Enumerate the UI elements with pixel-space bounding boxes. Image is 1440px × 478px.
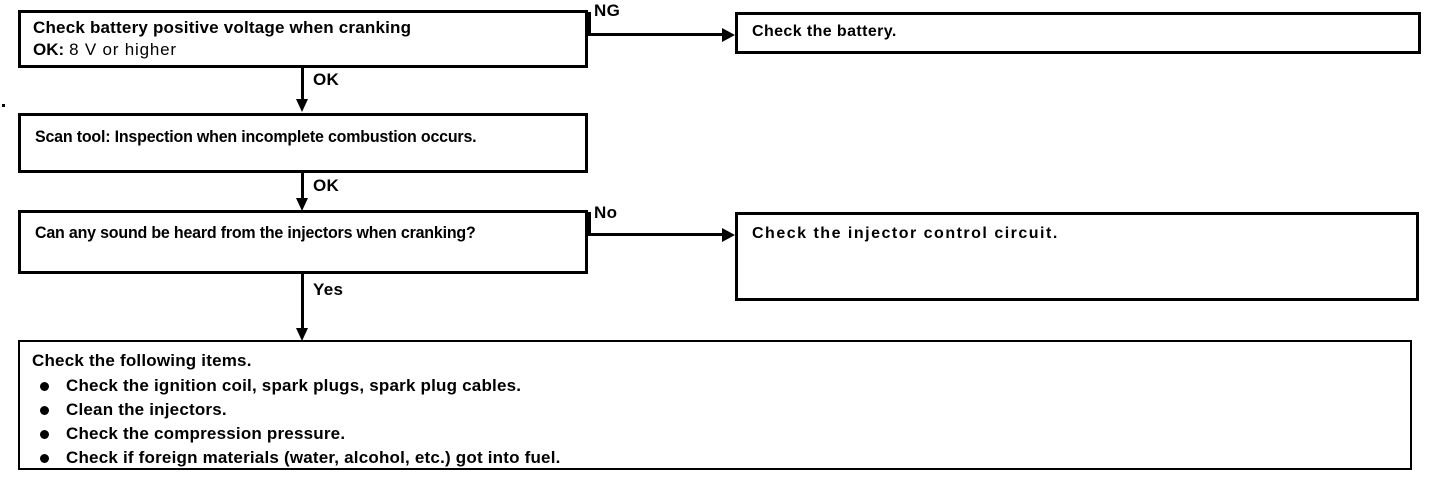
node-scan-tool: Scan tool: Inspection when incomplete co… [18, 113, 588, 173]
scan-artifact-speck [2, 104, 5, 107]
edge-ok2-line [301, 173, 304, 201]
list-item-label: Check if foreign materials (water, alcoh… [66, 448, 561, 468]
edge-ok1-arrowhead [296, 99, 308, 112]
ok-criterion-value: 8 V or higher [69, 39, 177, 59]
edge-ng-arrowhead [722, 28, 735, 42]
list-item: Clean the injectors. [32, 398, 1402, 422]
edge-label-yes: Yes [313, 280, 344, 299]
edge-label-ok-1: OK [313, 70, 340, 89]
node-check-battery-voltage-line2: OK: 8 V or higher [33, 39, 577, 61]
node-check-injector-circuit: Check the injector control circuit. [735, 212, 1419, 301]
edge-yes-line [301, 274, 304, 332]
list-item: Check the compression pressure. [32, 422, 1402, 446]
node-check-following-items: Check the following items. Check the ign… [18, 340, 1412, 470]
edge-label-no: No [594, 203, 618, 222]
edge-no-riser [588, 212, 591, 236]
bullet-icon [40, 430, 49, 440]
edge-no-line [588, 233, 731, 236]
ok-criterion-label: OK: [33, 39, 65, 59]
list-item: Check the ignition coil, spark plugs, sp… [32, 374, 1402, 398]
edge-ok2-arrowhead [296, 198, 308, 211]
edge-ok1-line [301, 68, 304, 101]
node-scan-tool-text: Scan tool: Inspection when incomplete co… [35, 127, 477, 146]
node-check-injector-circuit-text: Check the injector control circuit. [752, 225, 1059, 242]
edge-label-ok-2: OK [313, 176, 340, 195]
list-item-label: Check the ignition coil, spark plugs, sp… [66, 375, 522, 395]
edge-ng-line [588, 33, 731, 36]
bullet-icon [40, 405, 49, 415]
node-injector-sound-question-text: Can any sound be heard from the injector… [35, 223, 476, 242]
list-item: Check if foreign materials (water, alcoh… [32, 446, 1402, 470]
node-injector-sound-question: Can any sound be heard from the injector… [18, 210, 588, 274]
edge-yes-arrowhead [296, 328, 308, 341]
edge-ng-riser [588, 12, 591, 36]
node-check-battery-voltage-line1: Check battery positive voltage when cran… [33, 18, 412, 37]
edge-label-ng: NG [594, 1, 621, 20]
list-item-label: Clean the injectors. [66, 399, 227, 419]
bullet-icon [40, 454, 49, 464]
node-check-following-items-heading: Check the following items. [32, 351, 252, 370]
edge-no-arrowhead [722, 228, 735, 242]
node-check-battery-voltage: Check battery positive voltage when cran… [18, 10, 588, 68]
bullet-icon [40, 381, 49, 391]
node-check-the-battery-text: Check the battery. [752, 23, 897, 40]
list-item-label: Check the compression pressure. [66, 424, 346, 443]
node-check-the-battery: Check the battery. [735, 12, 1421, 54]
check-items-list: Check the ignition coil, spark plugs, sp… [32, 374, 1402, 471]
